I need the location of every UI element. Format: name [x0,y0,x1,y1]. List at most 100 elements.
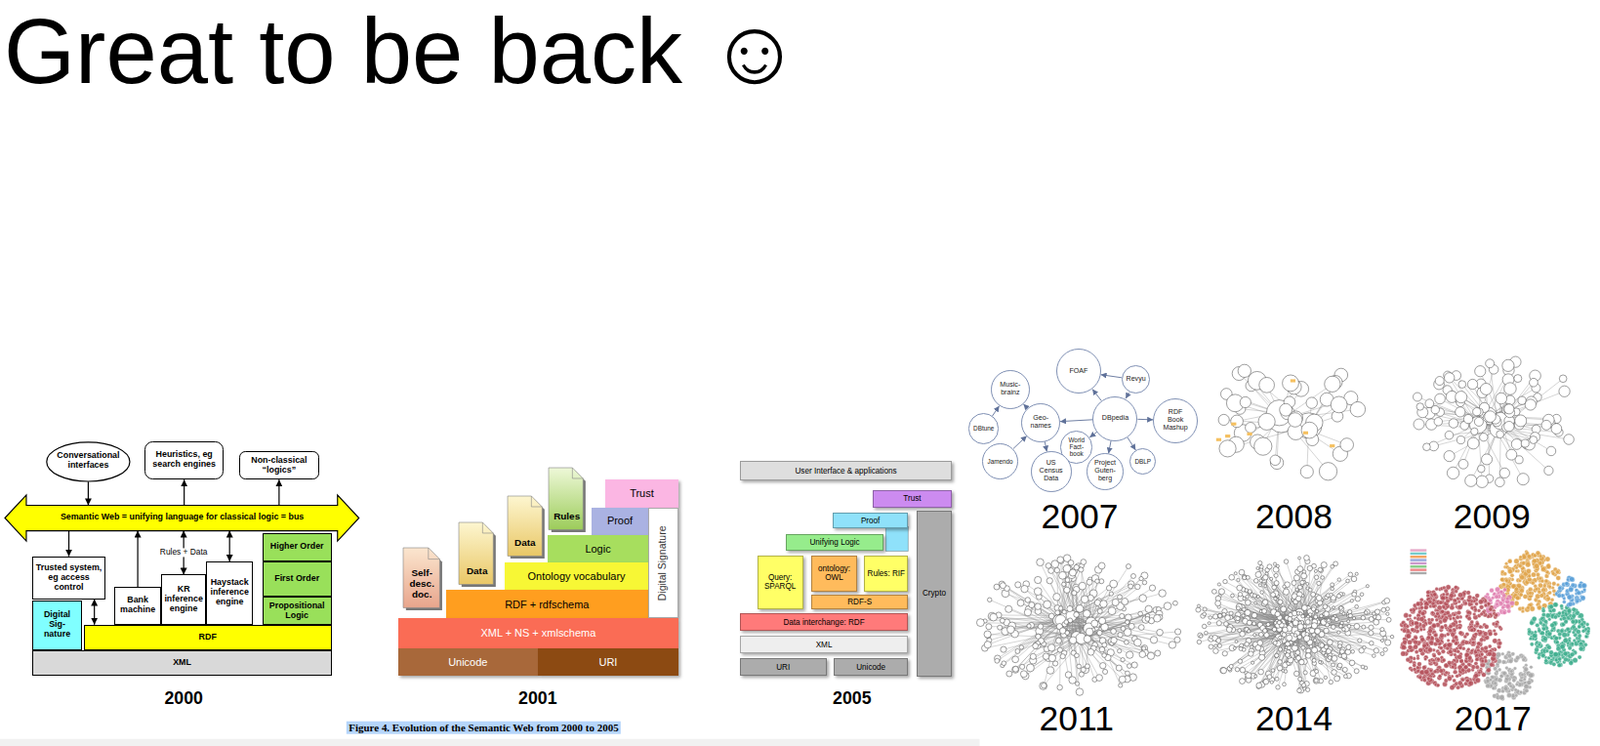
cloud-dataset [1416,403,1424,411]
cloud-link [1043,619,1061,686]
cloud-dataset [1285,641,1291,647]
cloud-link [1291,589,1311,626]
cloud-dataset [1080,595,1089,604]
cloud-dataset [1209,635,1213,639]
cloud-dot [1545,556,1551,562]
cloud-dataset [1330,586,1335,591]
cloud-link [1001,583,1059,620]
cloud-dataset [1277,599,1283,605]
cloud-dataset [1237,658,1242,663]
cloud-dataset [1102,653,1108,658]
cloud-link [1295,602,1385,630]
cloud-dataset [1020,670,1027,678]
cloud-link [1294,617,1393,637]
cloud-dataset [1215,600,1222,607]
cloud-dataset [1267,674,1272,680]
cloud-dataset [1338,606,1344,612]
cloud-link [1308,620,1346,658]
cloud-dataset [1499,467,1510,478]
cloud-link [1315,621,1386,650]
cloud-dataset [1237,364,1251,377]
cloud-dataset [1110,628,1117,635]
cloud-dataset [1154,650,1161,657]
cloud-dataset [1028,602,1035,609]
cloud-dataset [1224,621,1230,627]
cloud-dataset [1223,578,1228,583]
cloud-link [1262,616,1301,654]
cloud-link [1215,613,1300,647]
cloud-dataset [1266,622,1271,627]
cloud-dataset [1256,594,1260,598]
cloud-dataset [1015,648,1021,654]
cloud-dataset [1202,612,1207,616]
cloud-dataset [1339,623,1344,628]
cloud-link [1294,615,1345,630]
cloud-dataset [1225,615,1231,621]
cloud-link [1248,613,1300,676]
cloud-dataset [1078,581,1087,590]
cloud-link [1066,585,1131,616]
cloud-dataset [1326,617,1332,623]
legend-bar [1410,562,1428,565]
cloud-dataset [1373,618,1380,625]
cloud-dataset [1207,621,1211,625]
cloud-dataset [1202,607,1207,612]
cloud-dataset [1369,640,1375,646]
cloud-dataset [1363,611,1367,615]
cloud-dataset [1271,639,1277,645]
cloud-dataset [1475,366,1486,377]
cloud-dataset [1065,577,1070,583]
cloud-dot [1552,580,1557,585]
cloud-dataset [1297,566,1304,573]
cloud-dataset [1086,578,1093,585]
cloud-dataset [1103,668,1108,674]
cloud-dataset [1337,662,1343,668]
cloud-dot [1555,570,1559,575]
cloud-dataset [1551,423,1562,435]
cloud-link [1439,398,1499,429]
cloud-link [1080,587,1109,639]
cloud-dataset [1435,376,1444,386]
cloud-link [1277,623,1345,670]
cloud-dataset [1347,619,1351,623]
cloud-dataset [1333,561,1339,567]
cloud-dataset [1274,653,1279,657]
cloud-dataset [1517,473,1529,486]
cloud-link [1248,616,1300,631]
cloud-dataset [1147,652,1154,659]
cloud-dataset [1326,618,1330,622]
cloud-dataset [1245,599,1252,606]
cloud-dataset [1496,430,1505,439]
cloud-dataset [1297,634,1302,639]
cloud-dataset [1217,582,1221,586]
cloud-dataset [1115,664,1122,671]
legend-bar [1410,558,1428,561]
cloud-link [1277,616,1301,688]
cloud-dataset [1282,374,1300,392]
cloud-dataset [1311,591,1316,597]
cloud-link [1288,631,1322,662]
cloud-dataset [1273,580,1279,586]
cloud-tag [1225,434,1231,438]
cloud-dataset [1017,599,1025,607]
cloud-dataset [1068,569,1076,576]
lod-cloud [1216,364,1366,481]
cloud-dataset [1048,654,1056,661]
cloud-dataset [1259,565,1264,570]
cloud-dataset [1006,670,1013,677]
proof-extension [885,526,908,551]
cloud-dataset [1323,644,1328,649]
cloud-dataset [1325,648,1331,654]
cloud-dataset [1156,628,1164,636]
cloud-dataset [1256,682,1263,689]
cloud-link [1297,620,1383,655]
cloud-dataset [1213,614,1219,619]
cloud-dataset [1138,611,1144,616]
cloud-link [1230,624,1308,670]
cloud-dataset [1074,681,1079,686]
cloud-dataset [1320,618,1327,625]
cloud-dataset [1168,641,1176,649]
cloud-dataset [1117,594,1123,600]
cloud-dataset [1305,619,1311,625]
cloud-dataset [1005,605,1013,613]
